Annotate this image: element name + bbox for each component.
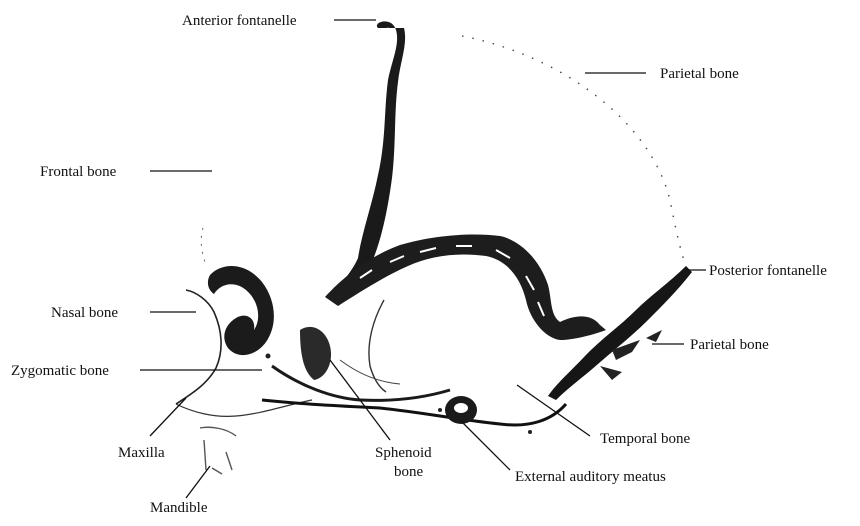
label-posterior-fontanelle: Posterior fontanelle [709,263,827,279]
label-zygomatic-bone: Zygomatic bone [11,363,109,379]
label-anterior-fontanelle: Anterior fontanelle [182,13,297,29]
speck [266,354,271,359]
label-sphenoid-bone-line1: Sphenoid [375,445,432,461]
anterior-fontanelle-gap [382,28,394,42]
labels: Anterior fontanelle Parietal bone Fronta… [11,13,827,516]
sphenoid-curve [369,300,386,392]
cranial-vault-outline [462,36,686,266]
orbit [208,266,274,355]
leader-maxilla [150,398,186,436]
zygomatic-arch [272,366,450,400]
label-parietal-bone-right: Parietal bone [690,337,769,353]
label-frontal-bone: Frontal bone [40,164,117,180]
label-mandible: Mandible [150,500,208,516]
label-maxilla: Maxilla [118,445,165,461]
skull-base [262,400,566,425]
nasal-and-maxilla-edge [176,290,221,404]
mandible-sketch [200,427,236,474]
label-external-auditory-meatus: External auditory meatus [515,469,666,485]
leader-external-auditory-meatus [460,420,510,470]
label-parietal-bone-top: Parietal bone [660,66,739,82]
leader-mandible [186,466,210,498]
label-sphenoid-bone-line2: bone [394,464,424,480]
frontal-bone-edge [201,228,205,262]
speck [438,408,442,412]
skull-drawing [176,21,692,474]
speck [528,430,532,434]
label-nasal-bone: Nasal bone [51,305,118,321]
label-temporal-bone: Temporal bone [600,431,691,447]
sphenoid-detail [300,327,331,380]
auditory-meatus-opening [454,403,468,413]
